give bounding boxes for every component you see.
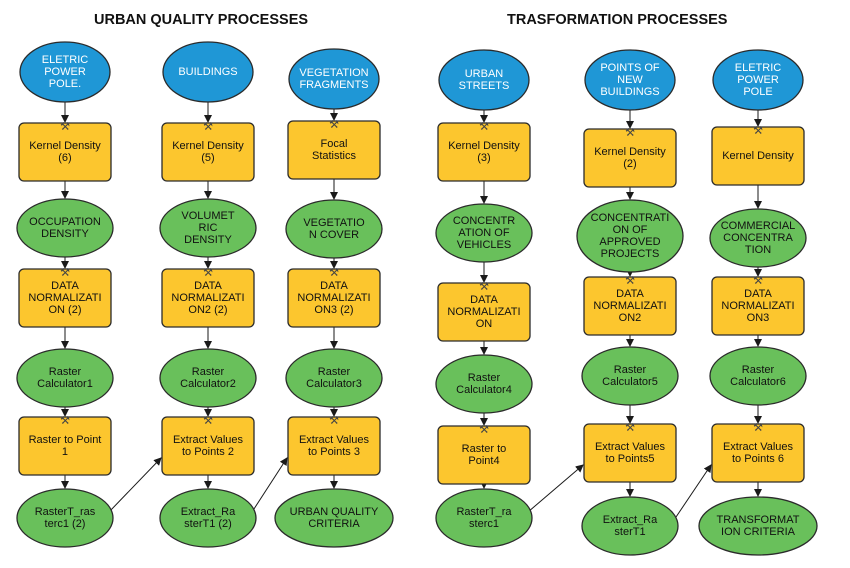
tool-node-raster-to-point4[interactable]	[437, 425, 531, 485]
output-node-rastert-ras-terc1-2[interactable]	[16, 488, 114, 548]
input-node-vegetation-fragments[interactable]	[288, 48, 380, 110]
tool-node-data-normalizati-on3-2[interactable]	[287, 268, 381, 328]
input-node-eletric-power-pole[interactable]	[712, 49, 804, 111]
cross-link-arrow	[527, 464, 584, 513]
hammer-icon: ⚒	[329, 119, 339, 131]
hammer-icon: ⚒	[753, 125, 763, 137]
output-node-extract-ra-stert1-2[interactable]	[159, 488, 257, 548]
hammer-icon: ⚒	[60, 267, 70, 279]
tool-node-kernel-density-5[interactable]	[161, 122, 255, 182]
input-node-points-of-new-buildings[interactable]	[584, 49, 676, 111]
output-node-concentr-ation-of-vehicles[interactable]	[435, 203, 533, 263]
tool-node-raster-to-point-1[interactable]	[18, 416, 112, 476]
hammer-icon: ⚒	[479, 281, 489, 293]
heading-transformation: TRASFORMATION PROCESSES	[507, 12, 728, 28]
output-node-raster-calculator3[interactable]	[285, 348, 383, 408]
input-node-eletric-power-pole[interactable]	[19, 41, 111, 103]
output-node-extract-ra-stert1[interactable]	[581, 496, 679, 556]
tool-node-kernel-density-3[interactable]	[437, 122, 531, 182]
tool-node-extract-values-to-points-2[interactable]	[161, 416, 255, 476]
hammer-icon: ⚒	[60, 121, 70, 133]
tool-node-data-normalizati-on[interactable]	[437, 282, 531, 342]
output-node-raster-calculator5[interactable]	[581, 346, 679, 406]
tool-node-kernel-density-6[interactable]	[18, 122, 112, 182]
input-node-buildings[interactable]	[162, 41, 254, 103]
tool-node-extract-values-to-points-3[interactable]	[287, 416, 381, 476]
output-node-raster-calculator1[interactable]	[16, 348, 114, 408]
heading-urban-quality: URBAN QUALITY PROCESSES	[94, 12, 309, 28]
output-node-urban-quality-criteria[interactable]	[274, 488, 394, 548]
hammer-icon: ⚒	[203, 121, 213, 133]
tool-node-kernel-density-2[interactable]	[583, 128, 677, 188]
output-node-occupation-density[interactable]	[16, 198, 114, 258]
hammer-icon: ⚒	[753, 422, 763, 434]
output-node-transformat-ion-criteria[interactable]	[698, 496, 818, 556]
hammer-icon: ⚒	[329, 267, 339, 279]
tool-node-focal-statistics[interactable]	[287, 120, 381, 180]
output-node-commercial-concentra-tion[interactable]	[709, 208, 807, 268]
cross-link-arrow	[108, 457, 162, 513]
hammer-icon: ⚒	[329, 415, 339, 427]
hammer-icon: ⚒	[479, 121, 489, 133]
cross-link-arrow	[673, 464, 712, 521]
tool-node-data-normalizati-on2[interactable]	[583, 276, 677, 336]
hammer-icon: ⚒	[625, 422, 635, 434]
flow-nodes	[16, 41, 818, 556]
tool-node-data-normalizati-on-2[interactable]	[18, 268, 112, 328]
output-node-raster-calculator6[interactable]	[709, 346, 807, 406]
hammer-icon: ⚒	[479, 424, 489, 436]
hammer-icon: ⚒	[625, 275, 635, 287]
input-node-urban-streets[interactable]	[438, 49, 530, 111]
output-node-raster-calculator4[interactable]	[435, 354, 533, 414]
output-node-raster-calculator2[interactable]	[159, 348, 257, 408]
output-node-concentrati-on-of-approved-projects[interactable]	[576, 199, 684, 273]
output-node-vegetatio-n-cover[interactable]	[285, 199, 383, 259]
tool-node-kernel-density[interactable]	[711, 126, 805, 186]
tool-node-extract-values-to-points5[interactable]	[583, 423, 677, 483]
tool-node-data-normalizati-on2-2[interactable]	[161, 268, 255, 328]
cross-link-arrow	[251, 457, 288, 513]
hammer-icon: ⚒	[753, 275, 763, 287]
tool-node-data-normalizati-on3[interactable]	[711, 276, 805, 336]
hammer-icon: ⚒	[203, 267, 213, 279]
hammer-icon: ⚒	[60, 415, 70, 427]
tool-node-extract-values-to-points-6[interactable]	[711, 423, 805, 483]
output-node-rastert-ra-sterc1[interactable]	[435, 488, 533, 548]
flow-arrows	[61, 102, 762, 521]
output-node-volumet-ric-density[interactable]	[159, 198, 257, 258]
hammer-icon: ⚒	[625, 127, 635, 139]
hammer-icon: ⚒	[203, 415, 213, 427]
